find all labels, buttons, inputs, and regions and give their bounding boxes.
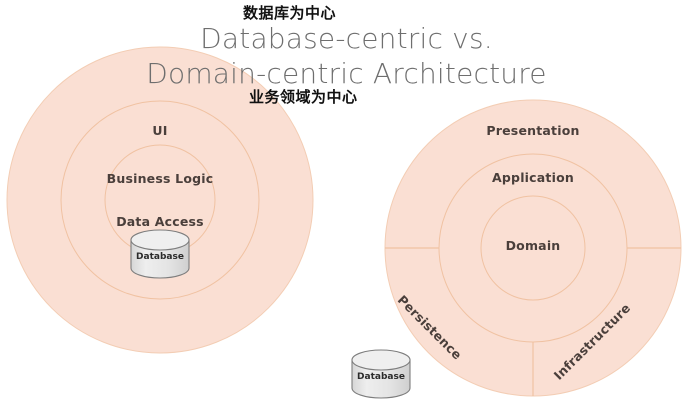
- page-title: Database-centric vs. Domain-centric Arch…: [0, 22, 693, 91]
- label-data-access: Data Access: [116, 214, 204, 229]
- label-domain: Domain: [505, 238, 561, 253]
- annotation-database-centric: 数据库为中心: [243, 4, 337, 22]
- right-ring-domain: [480, 195, 586, 301]
- cylinder-body: [351, 359, 411, 399]
- label-ui: UI: [152, 123, 168, 138]
- cylinder-top: [351, 349, 411, 371]
- bottom-database-cylinder: [351, 349, 411, 399]
- page-title-line-2: Domain-centric Architecture: [146, 56, 547, 90]
- right-diagram-group: [384, 99, 682, 397]
- label-presentation: Presentation: [486, 123, 580, 138]
- page-title-line-1: Database-centric vs.: [200, 22, 493, 55]
- left-database-cylinder: [130, 229, 190, 279]
- label-business-logic: Business Logic: [106, 171, 214, 186]
- left-diagram-group: [6, 46, 314, 354]
- cylinder-top: [130, 229, 190, 251]
- cylinder-body: [130, 239, 190, 279]
- label-application: Application: [492, 170, 574, 185]
- annotation-domain-centric: 业务领域为中心: [249, 88, 358, 106]
